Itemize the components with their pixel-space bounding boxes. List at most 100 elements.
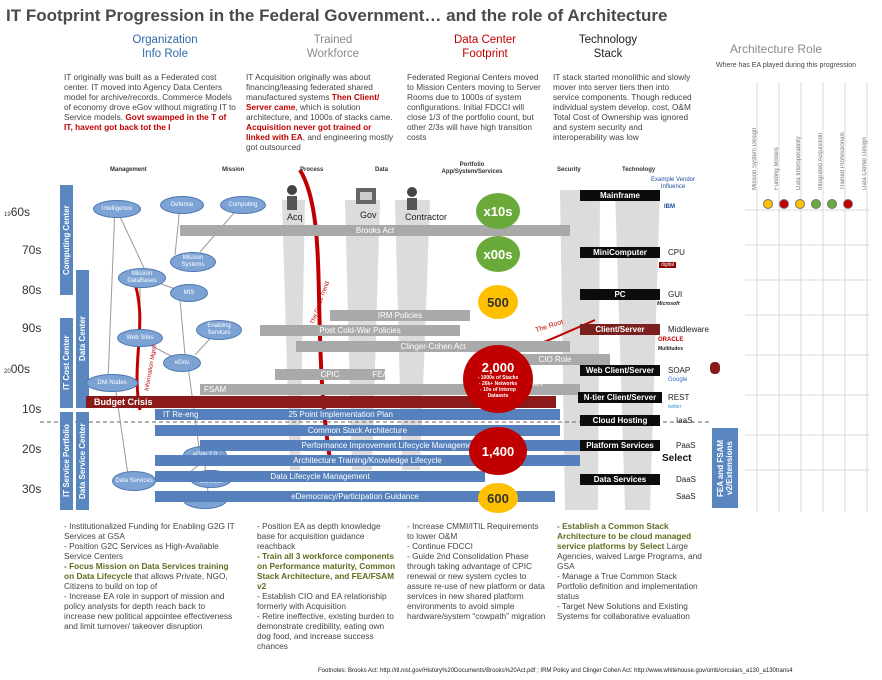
recommendation-text: Large Agencies, waived Large Programs, a…	[557, 541, 702, 571]
era-20s: 20s	[22, 442, 42, 456]
intro-org: IT originally was built as a Federated c…	[64, 72, 236, 132]
recommendation-text: - Increase CMMI/ITIL Requirements to low…	[407, 521, 539, 541]
era-80s: 80s	[22, 283, 42, 297]
bar-clinger-cohen: Clinger-Cohen Act	[296, 341, 570, 352]
subhead-technology: Technology	[622, 167, 656, 173]
gov-label: Gov	[360, 210, 377, 220]
oval-data-services: Data Services	[112, 471, 156, 491]
bar-budget-crisis: Budget Crisis	[86, 396, 556, 408]
oracle-logo: ORACLE	[658, 337, 684, 343]
tech-rest: REST	[668, 393, 690, 402]
header-tech-line2: Stack	[593, 48, 623, 60]
circle-2000-detail4: Datasets	[487, 392, 509, 399]
intro-work-t3: , and engineering mostly got outsourced	[246, 132, 394, 152]
recommendation-text: - Continue FDCCI	[407, 541, 473, 551]
point25-label: 25 Point Implementation Plan	[288, 410, 393, 419]
bar-pilm: Performance Improvement Lifecycle Manage…	[200, 440, 580, 451]
era-1960s: 1960s	[4, 205, 30, 219]
header-org: Organization Info Role	[110, 33, 220, 61]
oval-egov: eGov	[163, 354, 201, 372]
header-work-line2: Workforce	[306, 48, 360, 60]
band-it-service-portfolio: IT Service Portfolio	[60, 412, 73, 510]
recommendation-text: - Position G2C Services as High-Availabl…	[64, 541, 219, 561]
header-arch-role: Architecture Role	[730, 42, 823, 56]
arch-role-dot	[763, 199, 773, 209]
era-70s: 70s	[22, 243, 42, 257]
recommendation-item: - Continue FDCCI	[407, 541, 547, 551]
oval-intelligence: Intelligence	[93, 200, 141, 218]
circle-2000: 2,000 - 1000s of Stacks - 26k+ Networks …	[463, 345, 533, 413]
recommendation-item: - Focus Mission on Data Services trainin…	[64, 561, 238, 591]
oval-computing: Computing	[220, 196, 266, 214]
intro-work-t2: , which is solution architecture, and 10…	[246, 102, 393, 122]
microsoft-logo: Microsoft	[657, 301, 680, 307]
tech-gui: GUI	[668, 290, 683, 299]
tech-client-server: Client/Server	[580, 324, 660, 335]
band-data-service-center: Data Service Center	[76, 412, 89, 510]
tech-cpu: CPU	[668, 248, 685, 257]
header-org-line2: Info Role	[141, 48, 189, 60]
java-icon	[710, 362, 720, 374]
bar-common-stack: Common Stack Architecture	[155, 425, 560, 436]
intro-work-t1: IT Acquisition originally was about fina…	[246, 72, 373, 102]
arch-col-label: Data Center Design	[862, 137, 868, 190]
arch-col-label: Trained Professionals	[840, 132, 846, 190]
recommendation-bold: - Train all 3 workforce components on Pe…	[257, 551, 396, 591]
era-2000s: 2000s	[4, 362, 30, 376]
subhead-mission: Mission	[222, 167, 245, 173]
arch-role-dot	[827, 199, 837, 209]
header-dc-line2: Footprint	[462, 48, 508, 60]
intro-work-r1: Then Client/ Server came	[246, 92, 380, 112]
bar-cio-role: CIO Role	[500, 354, 610, 365]
subhead-portfolio: Portfolio App/System/Services	[441, 162, 503, 175]
tech-select: Select	[662, 453, 692, 464]
tech-pc: PC	[580, 289, 660, 300]
recommendation-item: - Retire ineffective, existing burden to…	[257, 611, 397, 651]
oval-mission-databases: Mission DataBases	[118, 268, 166, 288]
era-00s-label: 00s	[10, 362, 31, 376]
acq-label: Acq	[287, 212, 303, 222]
recommendation-item: - Position G2C Services as High-Availabl…	[64, 541, 238, 561]
page-title: IT Footprint Progression in the Federal …	[6, 6, 668, 25]
tech-cloud-hosting: Cloud Hosting	[580, 415, 660, 426]
recommendation-item: - Establish CIO and EA relationship form…	[257, 591, 397, 611]
it-reeng-label: IT Re-eng	[163, 410, 199, 419]
recommendation-item: - Target New Solutions and Existing Syst…	[557, 601, 702, 621]
header-datacenter: Data Center Footprint	[430, 33, 540, 61]
recommendation-item: - Increase EA role in support of mission…	[64, 591, 238, 631]
circle-1400: 1,400	[469, 427, 527, 475]
recommendation-bold: - Focus Mission on Data Services trainin…	[64, 561, 229, 581]
band-fea-fsam: FEA and FSAM v2/Extensions	[712, 428, 738, 508]
footnote: Footnotes: Brooks Act: http://itl.nist.g…	[318, 668, 793, 674]
tech-middleware: Middleware	[668, 325, 709, 334]
twitter-logo: twitter	[668, 404, 682, 410]
oval-dni-nodes: DNI Nodes	[86, 374, 138, 392]
arch-col-label: Funding Models	[774, 147, 780, 190]
arch-role-dot	[811, 199, 821, 209]
contractor-label: Contractor	[405, 212, 448, 222]
recommendation-text: - Manage a True Common Stack Portfolio d…	[557, 571, 698, 601]
era-10s: 10s	[22, 402, 42, 416]
bar-fsam: FSAM	[200, 384, 580, 395]
header-work-line1: Trained	[313, 34, 353, 46]
era-30s: 30s	[22, 482, 42, 496]
recommendation-text: - Retire ineffective, existing burden to…	[257, 611, 394, 651]
recommendation-item: - Increase CMMI/ITIL Requirements to low…	[407, 521, 547, 541]
intro-workforce: IT Acquisition originally was about fina…	[246, 72, 396, 152]
recommendation-item: - Manage a True Common Stack Portfolio d…	[557, 571, 702, 601]
example-vendor-label: Example Vendor Influence	[650, 177, 696, 190]
band-data-center: Data Center	[76, 270, 89, 408]
recommendation-text: - Position EA as depth knowledge base fo…	[257, 521, 381, 551]
circle-500: 500	[478, 285, 518, 319]
bar-post-cold-war: Post Cold-War Policies	[260, 325, 460, 336]
bar-dlm: Data Lifecycle Management	[155, 471, 485, 482]
circle-x10s: x10s	[476, 193, 520, 229]
tech-data-services: Data Services	[580, 474, 660, 485]
tech-paas: PaaS	[676, 441, 696, 450]
intro-datacenter: Federated Regional Centers moved to Miss…	[407, 72, 541, 142]
header-dc-line1: Data Center	[453, 34, 516, 46]
bar-atkl: Architecture Training/Knowledge Lifecycl…	[155, 455, 580, 466]
arch-col-label: Mission System Design	[752, 127, 758, 190]
era-prefix-20: 20	[4, 369, 11, 375]
header-tech: Technology Stack	[553, 33, 663, 61]
